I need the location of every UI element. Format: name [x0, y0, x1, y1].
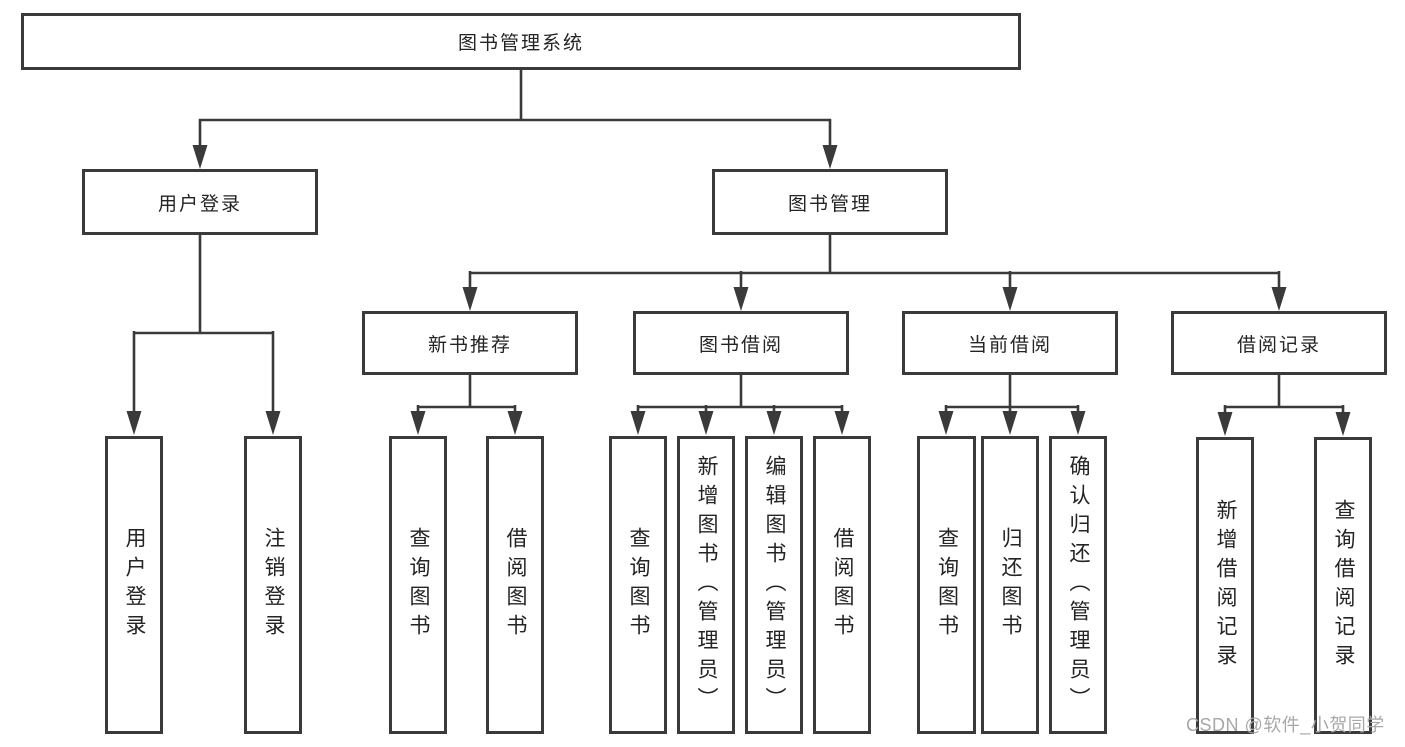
arrowhead-icons [126, 145, 1351, 436]
leaf-br-query-record: 查询借阅记录 [1314, 437, 1372, 734]
node-root-system: 图书管理系统 [21, 13, 1021, 70]
node-root-label: 图书管理系统 [457, 33, 584, 54]
leaf-cb-return-books: 归还图书 [981, 436, 1039, 734]
leaf-cb-query-books: 查询图书 [917, 436, 976, 734]
leaf-logout-login: 注销登录 [244, 436, 302, 734]
node-book-borrow-label: 图书借阅 [698, 334, 783, 356]
leaf-br-add-record: 新增借阅记录 [1196, 437, 1254, 734]
node-borrow-records: 借阅记录 [1171, 311, 1387, 375]
node-book-borrow: 图书借阅 [633, 311, 849, 375]
node-new-book-recommend-label: 新书推荐 [427, 334, 512, 356]
leaf-bb-query-books: 查询图书 [609, 436, 667, 734]
node-current-borrow-label: 当前借阅 [967, 334, 1052, 356]
node-book-management-label: 图书管理 [787, 193, 872, 215]
leaf-cb-confirm-return-admin: 确认归还（管理员） [1049, 436, 1107, 734]
node-current-borrow: 当前借阅 [902, 311, 1118, 375]
node-new-book-recommend: 新书推荐 [362, 311, 578, 375]
node-borrow-records-label: 借阅记录 [1236, 334, 1321, 356]
node-user-login: 用户登录 [82, 169, 318, 235]
leaf-bb-edit-books-admin: 编辑图书（管理员） [745, 436, 803, 734]
leaf-nbr-borrow-books: 借阅图书 [486, 436, 544, 734]
node-user-login-label: 用户登录 [157, 193, 242, 215]
leaf-bb-add-books-admin: 新增图书（管理员） [677, 436, 735, 734]
watermark-text: CSDN @软件_小贺同学 [1186, 715, 1385, 735]
leaf-bb-borrow-books: 借阅图书 [813, 436, 871, 734]
leaf-user-login: 用户登录 [105, 436, 163, 734]
leaf-nbr-query-books: 查询图书 [389, 436, 447, 734]
node-book-management: 图书管理 [712, 169, 948, 235]
